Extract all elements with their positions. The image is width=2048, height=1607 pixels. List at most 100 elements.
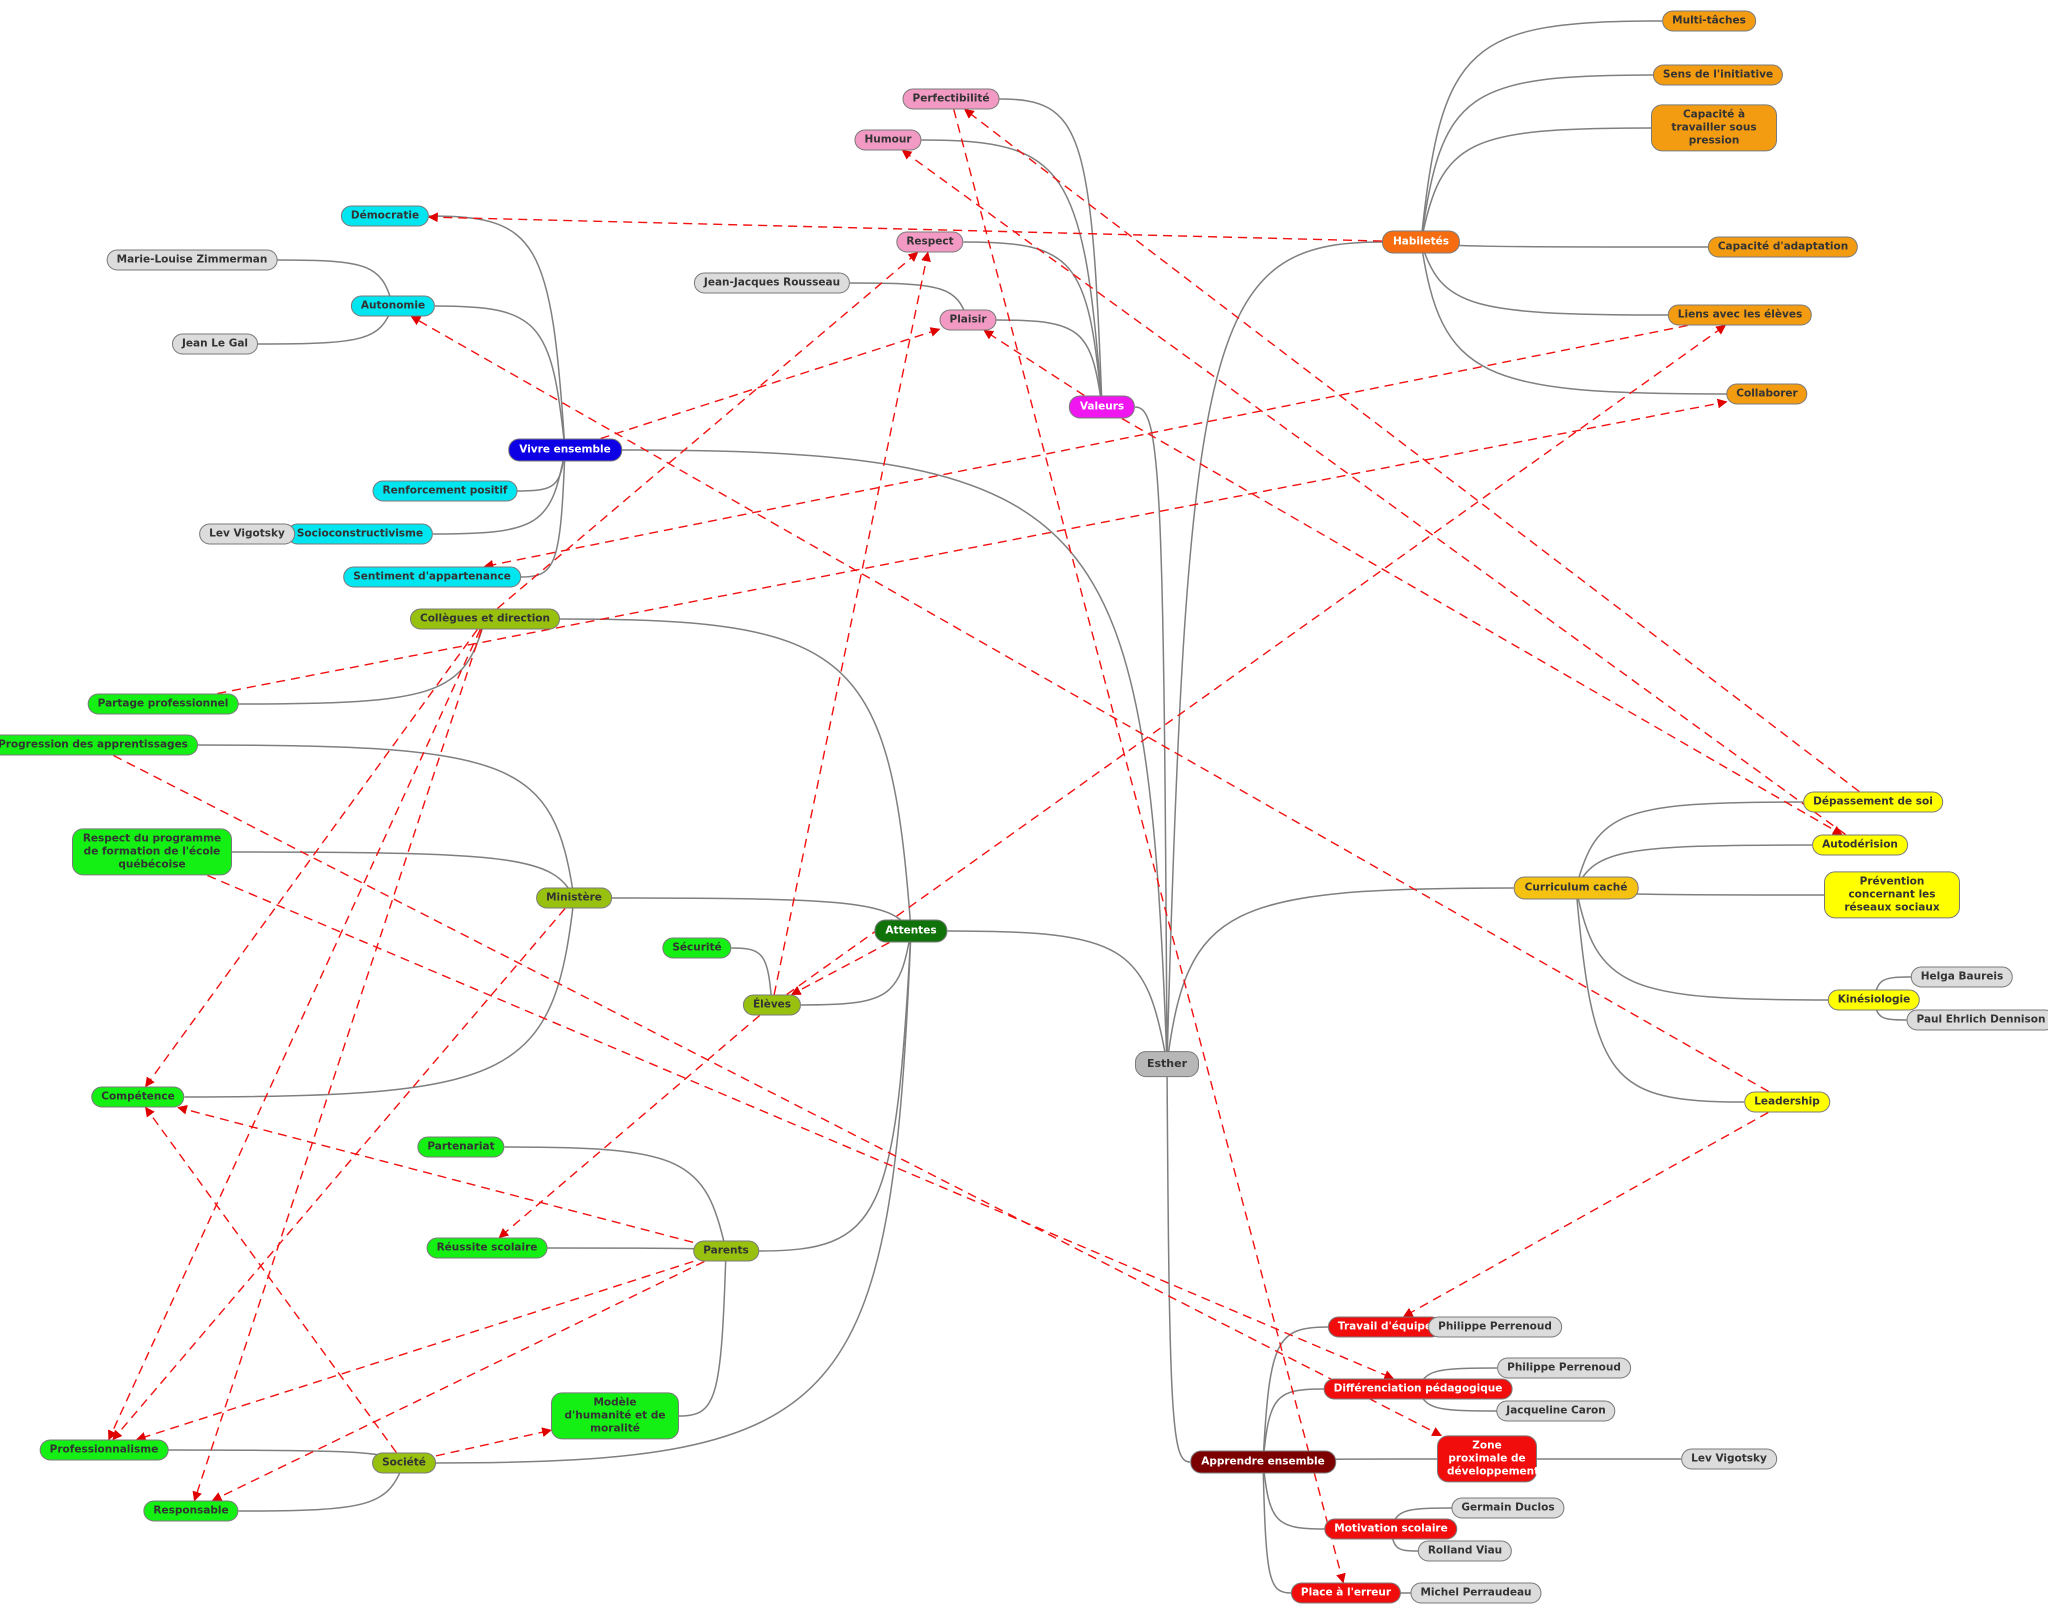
link-collegues-to-responsable (192, 629, 483, 1502)
author-jean-jacques-rousseau[interactable]: Jean-Jacques Rousseau (693, 272, 851, 294)
edge-autonomie-jlg (257, 305, 394, 345)
node-plaisir[interactable]: Plaisir (939, 309, 997, 331)
node-perfectibilite[interactable]: Perfectibilité (902, 88, 1000, 110)
author-philippe-perrenoud-1[interactable]: Philippe Perrenoud (1428, 1316, 1562, 1338)
node-prevention-reseaux[interactable]: Prévention concernant les réseaux sociau… (1824, 871, 1960, 919)
edge-vivre-socio (432, 449, 566, 535)
edge-autonomie-mlz (277, 259, 394, 307)
link-parents-to-profession (135, 1260, 694, 1442)
node-renforcement-positif[interactable]: Renforcement positif (372, 480, 518, 502)
link-progression-to-zone (113, 754, 1442, 1437)
node-securite[interactable]: Sécurité (662, 937, 732, 959)
link-societe-to-competence (145, 1106, 397, 1453)
link-eleves-to-reussite (498, 1014, 761, 1239)
node-differenciation-pedagogique[interactable]: Différenciation pédagogique (1323, 1378, 1513, 1400)
cross-links (108, 108, 1860, 1584)
node-place-erreur[interactable]: Place à l'erreur (1290, 1582, 1402, 1604)
node-sentiment-appartenance[interactable]: Sentiment d'appartenance (343, 566, 521, 588)
branch-curriculum-cache[interactable]: Curriculum caché (1513, 876, 1639, 900)
edge-habiletes-collaborer (1420, 241, 1727, 395)
node-collegues-direction[interactable]: Collègues et direction (410, 608, 560, 630)
node-progression-apprentissages[interactable]: Progression des apprentissages (0, 734, 198, 756)
edge-valeurs-plaisir (996, 319, 1103, 408)
node-leadership[interactable]: Leadership (1744, 1091, 1830, 1113)
link-leadership-to-travail (1402, 1111, 1769, 1318)
link-ministere-to-profession (112, 908, 566, 1441)
author-marie-louise-zimmerman[interactable]: Marie-Louise Zimmerman (106, 249, 278, 271)
author-michel-perraudeau[interactable]: Michel Perraudeau (1410, 1582, 1542, 1604)
node-collaborer[interactable]: Collaborer (1726, 383, 1808, 405)
link-collegues-to-profession (108, 629, 481, 1441)
branch-vivre-ensemble[interactable]: Vivre ensemble (508, 438, 622, 462)
link-valeurs-to-plaisir (983, 329, 1085, 397)
node-parents[interactable]: Parents (693, 1240, 759, 1262)
node-sens-initiative[interactable]: Sens de l'initiative (1652, 64, 1784, 86)
node-professionnalisme[interactable]: Professionnalisme (39, 1439, 169, 1461)
author-jacqueline-caron[interactable]: Jacqueline Caron (1496, 1400, 1616, 1422)
branch-apprendre-ensemble[interactable]: Apprendre ensemble (1190, 1450, 1336, 1474)
edge-parents-modele (678, 1250, 727, 1417)
branch-attentes[interactable]: Attentes (874, 919, 948, 943)
branch-habiletes[interactable]: Habiletés (1381, 230, 1461, 254)
edge-eleves-securite (731, 947, 773, 1006)
link-collegues-to-competence (145, 629, 478, 1088)
edge-curriculum-depass (1575, 801, 1804, 889)
node-autoderision[interactable]: Autodérision (1812, 834, 1908, 856)
edge-attentes-societe (435, 930, 912, 1464)
edge-esther-habiletes (1166, 241, 1383, 1065)
node-responsable[interactable]: Responsable (143, 1500, 239, 1522)
node-kinesiologie[interactable]: Kinésiologie (1827, 989, 1921, 1011)
link-liens-to-sentiment (483, 324, 1688, 570)
edge-habiletes-liens (1420, 241, 1669, 316)
node-capacite-pression[interactable]: Capacité à travailler sous pression (1651, 104, 1777, 152)
author-rolland-viau[interactable]: Rolland Viau (1417, 1540, 1513, 1562)
node-depassement-soi[interactable]: Dépassement de soi (1803, 791, 1943, 813)
edge-attentes-collegues (559, 618, 912, 932)
node-humour[interactable]: Humour (854, 129, 922, 151)
node-eleves[interactable]: Élèves (742, 994, 802, 1016)
author-philippe-perrenoud-2[interactable]: Philippe Perrenoud (1497, 1357, 1631, 1379)
edge-ministere-programme (231, 851, 575, 899)
node-modele-humanite[interactable]: Modèle d'humanité et de moralité (551, 1392, 679, 1440)
branch-valeurs[interactable]: Valeurs (1068, 395, 1136, 419)
root-node-esther[interactable]: Esther (1134, 1051, 1200, 1077)
node-ministere[interactable]: Ministère (536, 887, 612, 909)
link-depass-to-perfect (963, 108, 1860, 793)
link-parents-to-responsable (211, 1260, 705, 1502)
edge-esther-valeurs (1134, 406, 1168, 1065)
link-partage-to-collaborer (217, 398, 1728, 695)
edge-apprendre-diff (1262, 1388, 1324, 1463)
node-partage-professionnel[interactable]: Partage professionnel (87, 693, 239, 715)
author-jean-le-gal[interactable]: Jean Le Gal (171, 333, 259, 355)
node-democratie[interactable]: Démocratie (340, 205, 430, 227)
node-liens-eleves[interactable]: Liens avec les élèves (1667, 304, 1813, 326)
edge-ministere-competence (184, 897, 575, 1098)
link-programme-to-diff (207, 874, 1395, 1380)
edge-vivre-autonomie (434, 305, 566, 451)
node-programme-formation[interactable]: Respect du programme de formation de l'é… (72, 828, 232, 876)
author-germain-duclos[interactable]: Germain Duclos (1451, 1497, 1565, 1519)
edge-valeurs-respect (963, 241, 1103, 408)
node-socioconstructivisme[interactable]: Socioconstructivisme (286, 523, 434, 545)
node-respect[interactable]: Respect (896, 231, 964, 253)
node-partenariat[interactable]: Partenariat (417, 1136, 505, 1158)
author-paul-ehrlich-dennison[interactable]: Paul Ehrlich Dennison (1906, 1009, 2048, 1031)
author-lev-vigotsky-1[interactable]: Lev Vigotsky (199, 523, 295, 545)
node-motivation-scolaire[interactable]: Motivation scolaire (1324, 1518, 1458, 1540)
edge-attentes-eleves (800, 930, 912, 1006)
node-travail-equipe[interactable]: Travail d'équipe (1327, 1316, 1443, 1338)
edge-habiletes-pression (1420, 127, 1652, 243)
node-autonomie[interactable]: Autonomie (350, 295, 436, 317)
node-multi-taches[interactable]: Multi-tâches (1662, 10, 1756, 32)
edge-valeurs-perfect (999, 98, 1103, 408)
link-eleves-to-respect (773, 251, 931, 995)
node-societe[interactable]: Société (372, 1452, 436, 1474)
node-zone-proximale[interactable]: Zone proximale de développement (1437, 1435, 1539, 1483)
author-helga-baureis[interactable]: Helga Baureis (1910, 966, 2014, 988)
edge-esther-curriculum (1166, 887, 1514, 1065)
node-competence[interactable]: Compétence (91, 1086, 185, 1108)
author-lev-vigotsky-2[interactable]: Lev Vigotsky (1681, 1448, 1777, 1470)
node-capacite-adaptation[interactable]: Capacité d'adaptation (1707, 236, 1859, 258)
node-reussite-scolaire[interactable]: Réussite scolaire (426, 1237, 548, 1259)
